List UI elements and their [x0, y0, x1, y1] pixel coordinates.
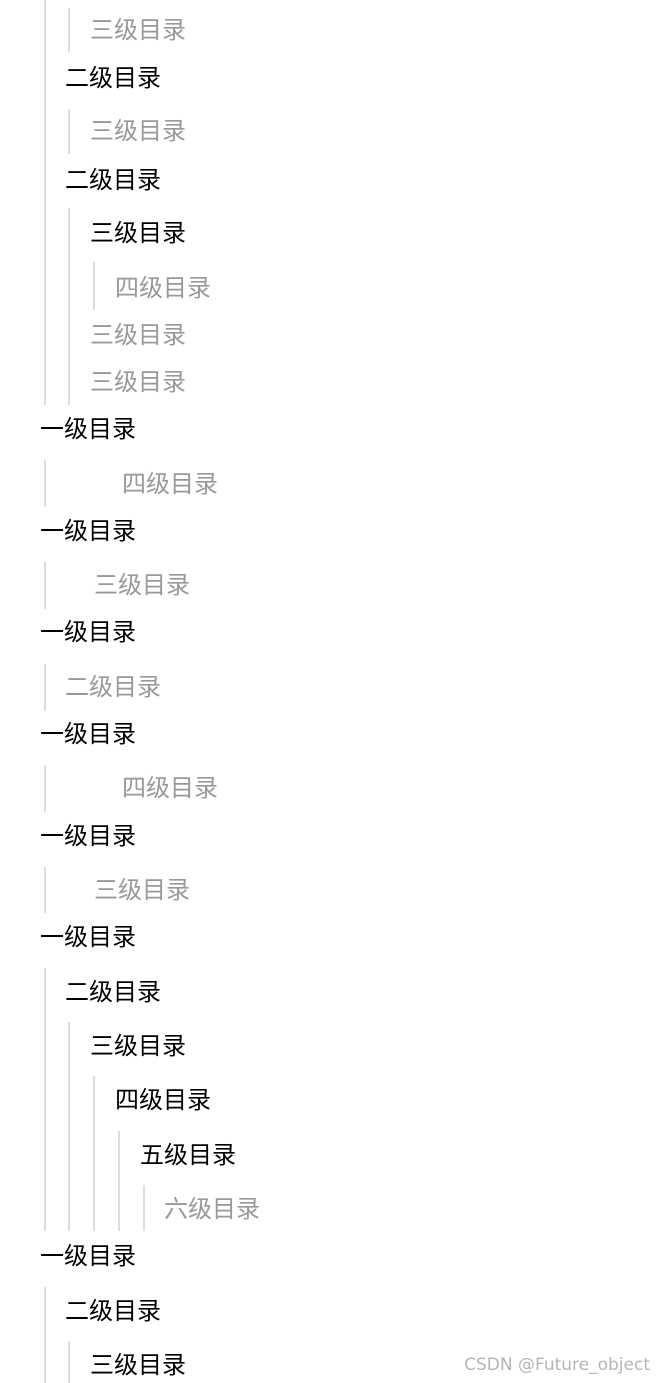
toc-guide-line [68, 8, 70, 52]
toc-guide-line [68, 208, 70, 405]
toc-guide-line [68, 1341, 70, 1383]
toc-item-level-3[interactable]: 三级目录 [90, 1032, 186, 1060]
toc-item-level-2[interactable]: 二级目录 [65, 64, 161, 92]
toc-guide-line [44, 664, 46, 711]
toc-item-level-2[interactable]: 二级目录 [65, 1297, 161, 1325]
toc-guide-line [44, 1287, 46, 1383]
csdn-watermark: CSDN @Future_object [464, 1355, 650, 1375]
toc-item-level-2[interactable]: 二级目录 [65, 978, 161, 1006]
toc-item-level-4[interactable]: 四级目录 [122, 470, 218, 498]
toc-guide-line [44, 562, 46, 609]
toc-item-level-1[interactable]: 一级目录 [40, 822, 136, 850]
toc-item-level-3[interactable]: 三级目录 [90, 117, 186, 145]
toc-item-level-3[interactable]: 三级目录 [90, 321, 186, 349]
toc-item-level-6[interactable]: 六级目录 [164, 1195, 260, 1223]
toc-item-level-3[interactable]: 三级目录 [90, 219, 186, 247]
toc-item-level-3[interactable]: 三级目录 [90, 368, 186, 396]
toc-item-level-5[interactable]: 五级目录 [140, 1141, 236, 1169]
toc-item-level-4[interactable]: 四级目录 [115, 274, 211, 302]
toc-item-level-4[interactable]: 四级目录 [115, 1086, 211, 1114]
toc-item-level-1[interactable]: 一级目录 [40, 720, 136, 748]
toc-item-level-2[interactable]: 二级目录 [65, 673, 161, 701]
toc-item-level-4[interactable]: 四级目录 [122, 774, 218, 802]
toc-guide-line [44, 867, 46, 913]
toc-guide-line [93, 262, 95, 310]
toc-guide-line [118, 1131, 120, 1231]
toc-item-level-1[interactable]: 一级目录 [40, 618, 136, 646]
toc-item-level-3[interactable]: 三级目录 [90, 1351, 186, 1379]
toc-item-level-1[interactable]: 一级目录 [40, 517, 136, 545]
toc-item-level-3[interactable]: 三级目录 [90, 16, 186, 44]
toc-item-level-1[interactable]: 一级目录 [40, 415, 136, 443]
toc-guide-line [68, 1022, 70, 1231]
toc-guide-line [44, 765, 46, 812]
toc-guide-line [44, 968, 46, 1231]
toc-item-level-1[interactable]: 一级目录 [40, 1242, 136, 1270]
toc-item-level-3[interactable]: 三级目录 [94, 571, 190, 599]
toc-guide-line [143, 1185, 145, 1231]
toc-guide-line [68, 109, 70, 154]
toc-guide-line [44, 0, 46, 405]
toc-item-level-1[interactable]: 一级目录 [40, 923, 136, 951]
toc-item-level-3[interactable]: 三级目录 [94, 876, 190, 904]
toc-guide-line [44, 460, 46, 507]
toc-guide-line [93, 1076, 95, 1231]
toc-item-level-2[interactable]: 二级目录 [65, 166, 161, 194]
